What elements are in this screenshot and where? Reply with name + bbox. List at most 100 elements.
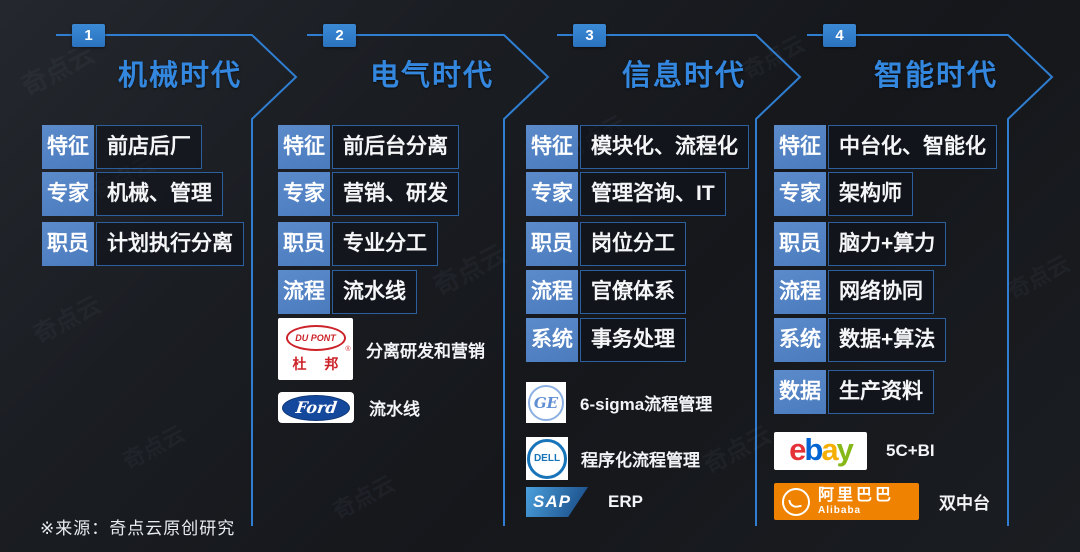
section-number-badge: 2 xyxy=(323,24,356,47)
attribute-value: 事务处理 xyxy=(580,318,686,362)
ebay-letter: e xyxy=(789,431,806,467)
attribute-row: 专家营销、研发 xyxy=(278,172,459,216)
attribute-row: 流程网络协同 xyxy=(774,270,934,314)
sap-logo: SAP xyxy=(526,487,588,517)
attribute-value: 管理咨询、IT xyxy=(580,172,726,216)
ebay-letter: y xyxy=(836,431,854,467)
ebay-letter: a xyxy=(821,431,838,467)
logo-caption: 程序化流程管理 xyxy=(581,451,700,470)
attribute-label: 专家 xyxy=(526,172,578,216)
ebay-letter: b xyxy=(804,431,823,467)
section-chevron xyxy=(807,34,1054,526)
attribute-label: 流程 xyxy=(526,270,578,314)
attribute-label: 特征 xyxy=(774,125,826,169)
attribute-label: 专家 xyxy=(278,172,330,216)
dupont-chinese-name: 杜 邦 xyxy=(292,355,346,372)
ford-logo: Ford xyxy=(278,392,354,423)
attribute-label: 专家 xyxy=(42,172,94,216)
dupont-logo: DU PONT ® 杜 邦 xyxy=(278,318,353,380)
attribute-row: 特征模块化、流程化 xyxy=(526,125,749,169)
attribute-value: 脑力+算力 xyxy=(828,222,947,266)
attribute-row: 特征前店后厂 xyxy=(42,125,202,169)
attribute-value: 网络协同 xyxy=(828,270,934,314)
dupont-oval-icon: DU PONT ® xyxy=(285,324,351,353)
attribute-value: 官僚体系 xyxy=(580,270,686,314)
attribute-label: 流程 xyxy=(774,270,826,314)
logo-example-row: DELL 程序化流程管理 xyxy=(526,437,700,480)
dell-circle-icon: DELL xyxy=(527,438,567,479)
ge-logo: GE xyxy=(526,382,566,423)
attribute-label: 职员 xyxy=(526,222,578,266)
attribute-row: 特征前后台分离 xyxy=(278,125,459,169)
ford-oval-icon: Ford xyxy=(282,394,350,421)
attribute-label: 特征 xyxy=(526,125,578,169)
attribute-label: 职员 xyxy=(42,222,94,266)
attribute-row: 系统数据+算法 xyxy=(774,318,947,362)
alibaba-chinese-name: 阿里巴巴 xyxy=(818,486,895,504)
logo-example-row: SAP ERP xyxy=(526,487,643,517)
attribute-row: 流程官僚体系 xyxy=(526,270,686,314)
logo-caption: 双中台 xyxy=(939,494,990,513)
attribute-label: 数据 xyxy=(774,370,826,414)
section-chevron xyxy=(56,34,298,526)
attribute-value: 前后台分离 xyxy=(332,125,459,169)
attribute-value: 计划执行分离 xyxy=(96,222,244,266)
attribute-value: 岗位分工 xyxy=(580,222,686,266)
logo-caption: 6-sigma流程管理 xyxy=(580,395,713,414)
alibaba-smiley-icon xyxy=(782,487,810,516)
attribute-row: 流程流水线 xyxy=(278,270,417,314)
dell-wordmark: DELL xyxy=(533,453,561,464)
registered-mark-icon: ® xyxy=(345,345,351,353)
alibaba-smile-stroke xyxy=(788,497,802,509)
attribute-row: 职员计划执行分离 xyxy=(42,222,244,266)
era-title: 智能时代 xyxy=(873,60,998,92)
era-title: 电气时代 xyxy=(369,60,494,92)
ford-wordmark: Ford xyxy=(294,398,338,417)
attribute-row: 职员脑力+算力 xyxy=(774,222,947,266)
attribute-value: 机械、管理 xyxy=(96,172,223,216)
sap-wordmark: SAP xyxy=(533,492,571,511)
era-title: 信息时代 xyxy=(621,60,746,92)
attribute-row: 专家机械、管理 xyxy=(42,172,223,216)
ge-monogram: GE xyxy=(533,393,559,412)
attribute-value: 中台化、智能化 xyxy=(828,125,997,169)
dupont-wordmark: DU PONT xyxy=(295,332,336,343)
era-title: 机械时代 xyxy=(117,60,242,92)
attribute-row: 职员专业分工 xyxy=(278,222,438,266)
section-number-badge: 4 xyxy=(823,24,856,47)
attribute-label: 流程 xyxy=(278,270,330,314)
logo-example-row: DU PONT ® 杜 邦 分离研发和营销 xyxy=(278,318,485,380)
attribute-value: 生产资料 xyxy=(828,370,934,414)
attribute-label: 特征 xyxy=(42,125,94,169)
logo-caption: 5C+BI xyxy=(886,441,935,460)
attribute-row: 专家架构师 xyxy=(774,172,913,216)
ge-circle-icon: GE xyxy=(528,384,564,421)
attribute-label: 职员 xyxy=(278,222,330,266)
section-chevron xyxy=(557,34,802,526)
attribute-value: 模块化、流程化 xyxy=(580,125,749,169)
attribute-row: 系统事务处理 xyxy=(526,318,686,362)
attribute-value: 数据+算法 xyxy=(828,318,947,362)
attribute-value: 流水线 xyxy=(332,270,417,314)
logo-caption: 流水线 xyxy=(369,400,420,419)
attribute-value: 营销、研发 xyxy=(332,172,459,216)
attribute-label: 特征 xyxy=(278,125,330,169)
logo-caption: 分离研发和营销 xyxy=(366,341,485,361)
attribute-value: 专业分工 xyxy=(332,222,438,266)
logo-caption: ERP xyxy=(608,492,643,511)
attribute-value: 架构师 xyxy=(828,172,913,216)
section-number-badge: 1 xyxy=(72,24,105,47)
attribute-row: 职员岗位分工 xyxy=(526,222,686,266)
attribute-row: 数据生产资料 xyxy=(774,370,934,414)
logo-example-row: Ford 流水线 xyxy=(278,392,420,423)
section-number-badge: 3 xyxy=(573,24,606,47)
section-chevron xyxy=(307,34,550,526)
attribute-label: 专家 xyxy=(774,172,826,216)
attribute-row: 专家管理咨询、IT xyxy=(526,172,726,216)
